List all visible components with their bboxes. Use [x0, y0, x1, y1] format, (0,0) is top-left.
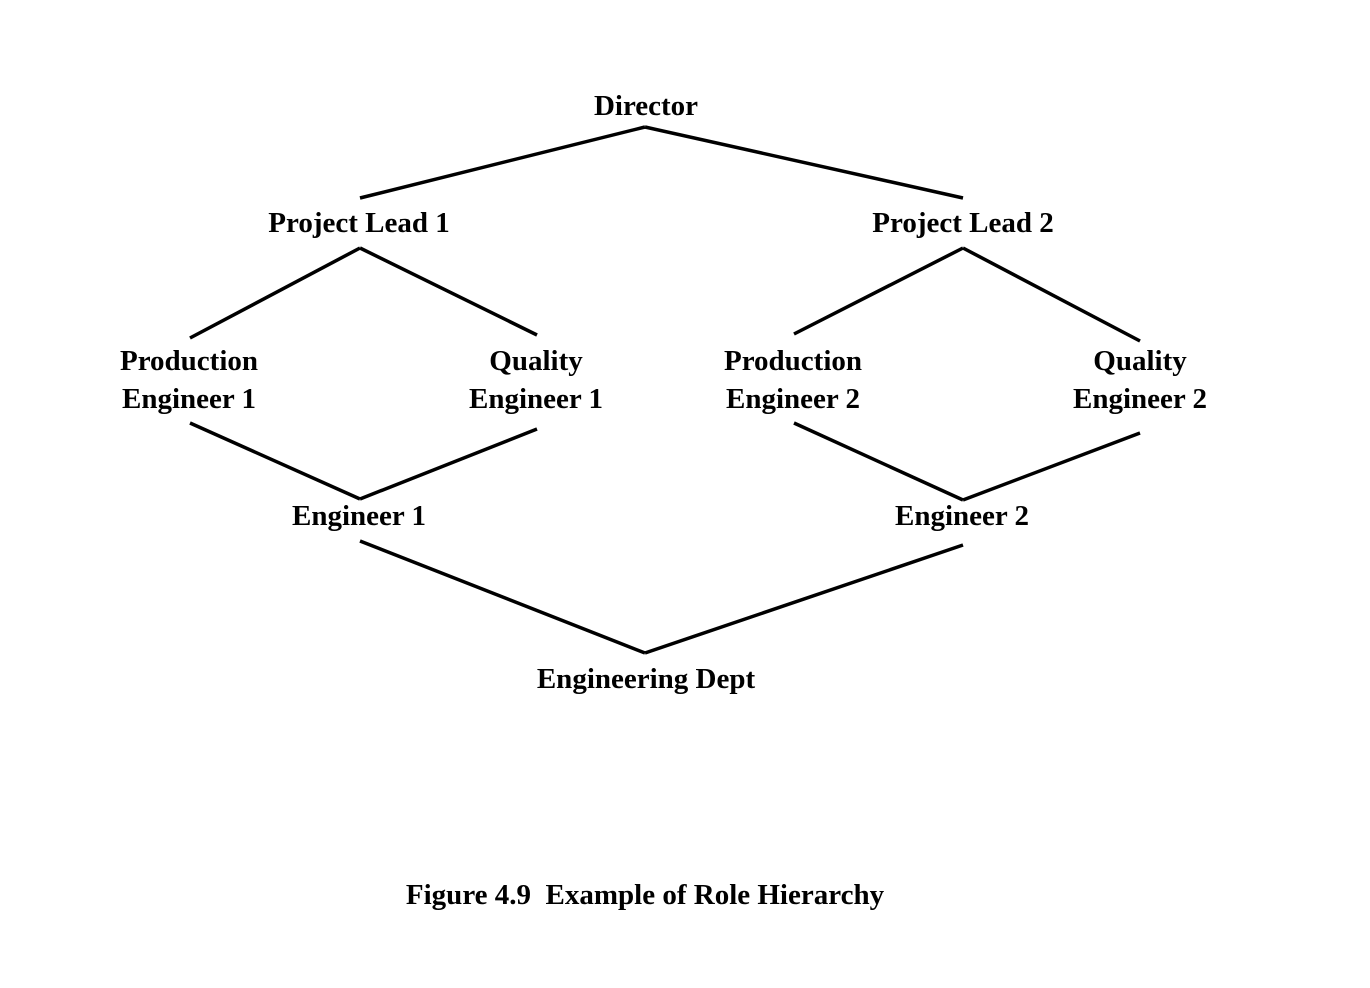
node-quality-engineer-1-line-2: Engineer 1	[469, 383, 603, 415]
edge-project-lead-1-quality-engineer-1	[359, 246, 538, 337]
node-production-engineer-2: Production Engineer 2	[724, 342, 862, 418]
edge-quality-engineer-1-engineer-1	[359, 427, 538, 501]
node-engineer-2: Engineer 2	[895, 497, 1029, 535]
node-engineer-1-label: Engineer 1	[292, 500, 426, 532]
figure-caption: Figure 4.9 Example of Role Hierarchy	[405, 879, 885, 911]
edge-engineer-2-engineering-dept	[644, 543, 964, 655]
node-quality-engineer-2: Quality Engineer 2	[1073, 342, 1207, 418]
node-project-lead-1: Project Lead 1	[268, 204, 449, 242]
node-quality-engineer-2-line-2: Engineer 2	[1073, 383, 1207, 415]
node-quality-engineer-1-line-1: Quality	[489, 345, 583, 377]
node-engineering-dept-label: Engineering Dept	[536, 663, 756, 695]
node-engineering-dept: Engineering Dept	[537, 660, 755, 698]
edge-director-project-lead-1	[359, 125, 646, 200]
node-project-lead-2-label: Project Lead 2	[872, 207, 1054, 239]
node-director-label: Director	[593, 90, 699, 122]
edge-production-engineer-2-engineer-2	[793, 421, 964, 502]
edge-director-project-lead-2	[644, 125, 964, 200]
node-director: Director	[594, 87, 698, 125]
edge-engineer-1-engineering-dept	[359, 539, 646, 655]
edge-production-engineer-1-engineer-1	[189, 421, 361, 501]
node-engineer-1: Engineer 1	[292, 497, 426, 535]
node-quality-engineer-2-line-1: Quality	[1093, 345, 1187, 377]
edge-project-lead-2-production-engineer-2	[793, 246, 964, 336]
node-quality-engineer-1: Quality Engineer 1	[469, 342, 603, 418]
node-production-engineer-1-line-2: Engineer 1	[121, 383, 256, 415]
node-project-lead-1-label: Project Lead 1	[268, 207, 450, 239]
node-engineer-2-label: Engineer 2	[895, 500, 1029, 532]
node-production-engineer-1-line-1: Production	[119, 345, 259, 377]
node-production-engineer-2-line-2: Engineer 2	[725, 383, 860, 415]
node-project-lead-2: Project Lead 2	[872, 204, 1053, 242]
edge-project-lead-2-quality-engineer-2	[962, 246, 1141, 343]
edge-project-lead-1-production-engineer-1	[189, 246, 361, 340]
node-production-engineer-1: Production Engineer 1	[120, 342, 258, 418]
node-production-engineer-2-line-1: Production	[723, 345, 863, 377]
edge-quality-engineer-2-engineer-2	[962, 431, 1141, 502]
